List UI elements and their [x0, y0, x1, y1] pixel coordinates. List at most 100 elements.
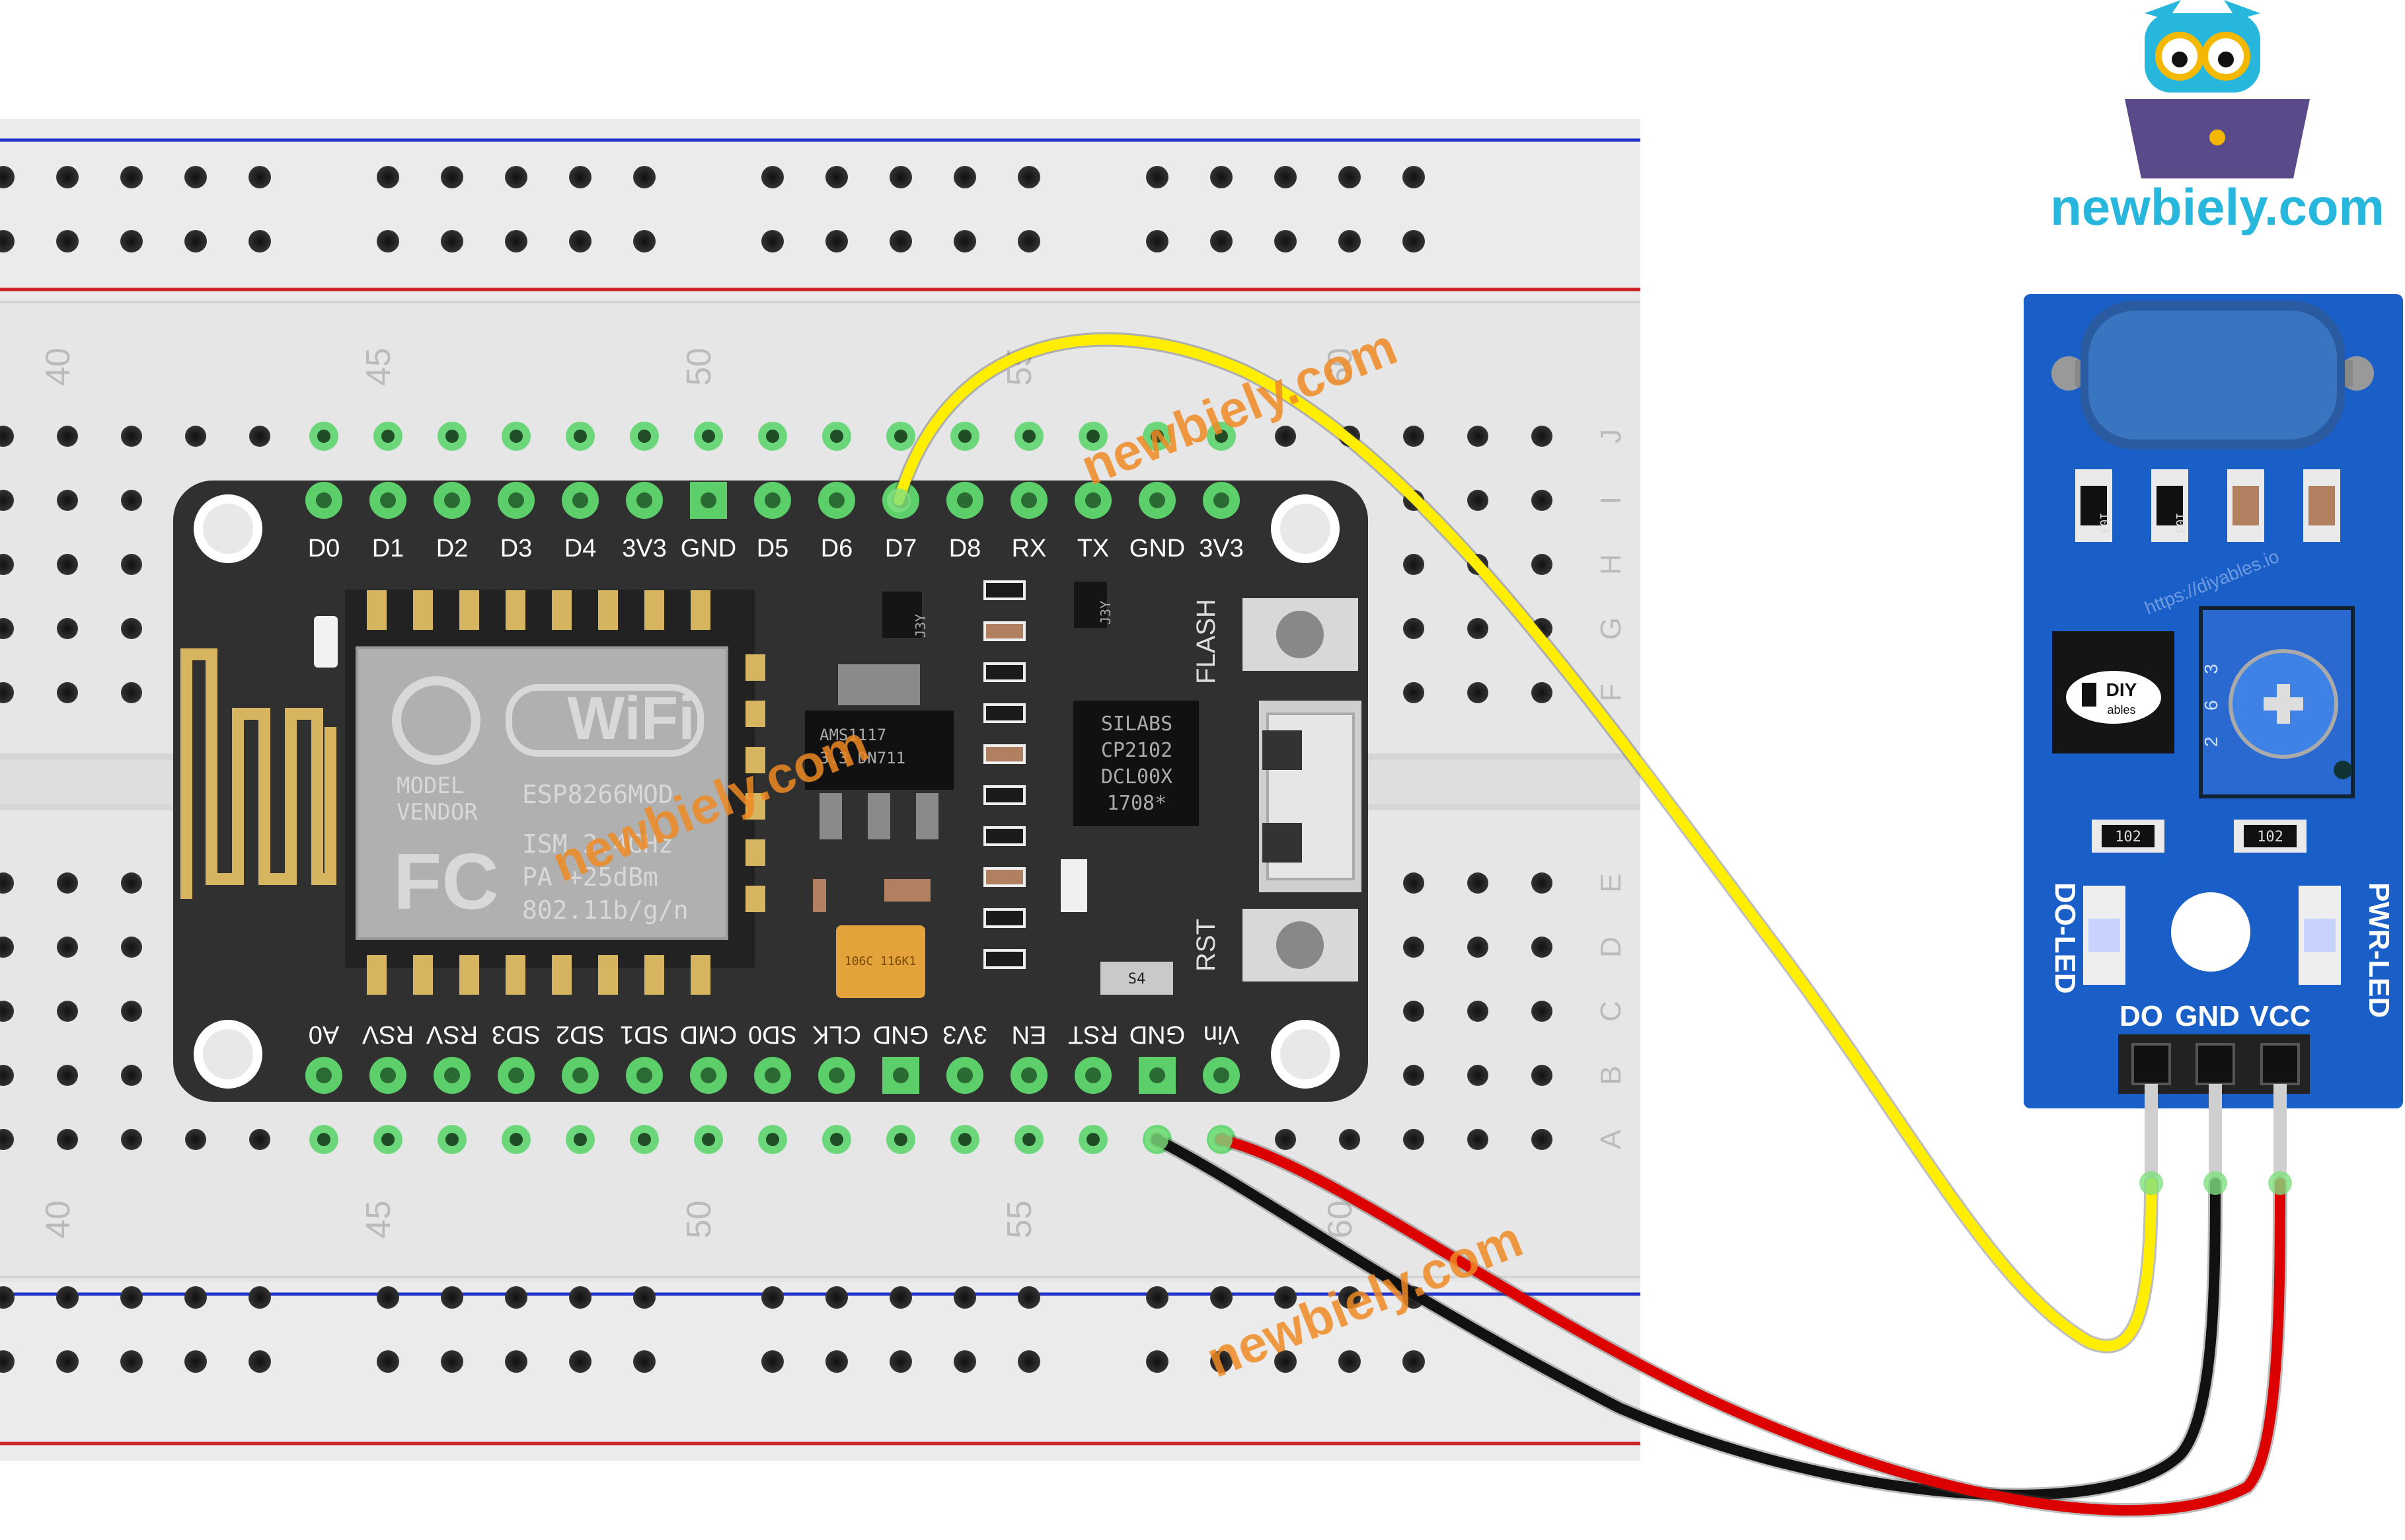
top-pin-label: 3V3: [622, 535, 667, 562]
rail-hole: [825, 1350, 848, 1373]
bottom-pin-label: SD1: [620, 1020, 669, 1048]
rail-hole: [441, 230, 463, 252]
hole: [1467, 937, 1488, 958]
rail-hole: [184, 166, 207, 188]
rail-hole: [441, 1350, 463, 1373]
pcb-antenna: [180, 648, 336, 899]
active-hole-center: [894, 430, 907, 443]
module-pin: [745, 747, 765, 773]
hole: [0, 1129, 14, 1150]
rst-button[interactable]: RST: [1192, 909, 1358, 982]
top-pin-label: D7: [885, 535, 917, 562]
sensor-resistor-body: [2157, 486, 2183, 525]
rail-hole: [56, 1350, 79, 1373]
rail-hole: [890, 230, 912, 252]
bottom-pin-label: CMD: [680, 1020, 738, 1048]
rail-hole: [569, 230, 592, 252]
active-hole-center: [317, 430, 330, 443]
pin-hole: [572, 492, 588, 508]
rail-hole: [825, 230, 848, 252]
rail-hole: [1338, 1350, 1361, 1373]
rail-hole: [184, 1350, 207, 1373]
rst-label: RST: [1192, 919, 1221, 972]
hole: [1467, 618, 1488, 639]
active-hole-center: [445, 430, 459, 443]
pin-hole: [316, 492, 332, 508]
hole: [1531, 872, 1552, 894]
pin-hole: [1021, 492, 1037, 508]
active-hole-center: [1022, 1133, 1036, 1146]
rail-hole: [505, 1286, 527, 1309]
pin-hole: [957, 1067, 973, 1083]
top-pin-label: D1: [372, 535, 404, 562]
active-hole-center: [510, 1133, 523, 1146]
top-pin-label: D8: [949, 535, 981, 562]
rail-hole: [633, 230, 656, 252]
column-number: 60: [1321, 348, 1359, 386]
pin-hole: [316, 1067, 332, 1083]
wire-end: [1209, 1128, 1233, 1151]
pin-hole: [765, 1067, 781, 1083]
rail-hole: [505, 166, 527, 188]
pin-hole: [1085, 1067, 1101, 1083]
hole: [57, 1129, 78, 1150]
rail-hole: [377, 166, 399, 188]
pin-hole: [444, 492, 460, 508]
bottom-pin-label: RSV: [362, 1020, 414, 1048]
column-number: 50: [680, 1200, 718, 1239]
rail-hole: [1018, 1286, 1040, 1309]
column-number: 45: [360, 1200, 398, 1239]
flash-button[interactable]: FLASH: [1192, 598, 1358, 684]
pin-hole: [1149, 492, 1165, 508]
pwr-led-label: PWR-LED: [2363, 882, 2395, 1018]
pin-hole: [1021, 1067, 1037, 1083]
hole: [1467, 682, 1488, 703]
rail-hole: [1210, 1286, 1233, 1309]
rail-hole: [825, 1286, 848, 1309]
hole: [1403, 872, 1424, 894]
smd-part: [983, 744, 1026, 764]
module-pin: [745, 839, 765, 866]
wires: [887, 332, 2292, 1518]
pin-hole: [380, 492, 396, 508]
hole: [1467, 1065, 1488, 1086]
active-hole-center: [958, 430, 972, 443]
hole: [57, 554, 78, 575]
hole: [1339, 1129, 1360, 1150]
hole: [1275, 426, 1296, 447]
hole: [1531, 1001, 1552, 1022]
rail-hole: [1274, 166, 1297, 188]
rail-hole: [1146, 1350, 1168, 1373]
smd-part: [983, 949, 1026, 969]
smd-part: [983, 621, 1026, 641]
sensor-header-pin: [2260, 1043, 2300, 1085]
sensor-header: [2118, 1034, 2310, 1176]
hole: [121, 426, 142, 447]
pin-hole: [508, 492, 524, 508]
row-letter: A: [1595, 1130, 1627, 1149]
active-hole-center: [317, 1133, 330, 1146]
active-hole-center: [1087, 430, 1100, 443]
bottom-pin-label: SD0: [748, 1020, 797, 1048]
hole: [121, 1065, 142, 1086]
esp8266-board: WiFi MODEL VENDOR ESP8266MOD FC ISM 2.4G…: [173, 422, 1368, 1154]
hole: [1531, 426, 1552, 447]
module-pin: [598, 955, 618, 995]
sensor-pin-leg: [2209, 1084, 2222, 1176]
rail-hole: [1146, 1286, 1168, 1309]
rail-hole: [505, 230, 527, 252]
hole: [57, 682, 78, 703]
smd-part: [983, 662, 1026, 682]
sensor-resistor-body: [2309, 486, 2335, 525]
active-hole-center: [381, 430, 395, 443]
hole: [1403, 1001, 1424, 1022]
hole: [1531, 1065, 1552, 1086]
module-pin: [745, 701, 765, 727]
hole: [0, 1065, 14, 1086]
module-pin: [745, 654, 765, 681]
wire-vin-to-vcc: [1215, 1134, 2285, 1516]
trimpot: 3 6 2: [2199, 606, 2355, 798]
bottom-pin-label: RSV: [426, 1020, 478, 1048]
